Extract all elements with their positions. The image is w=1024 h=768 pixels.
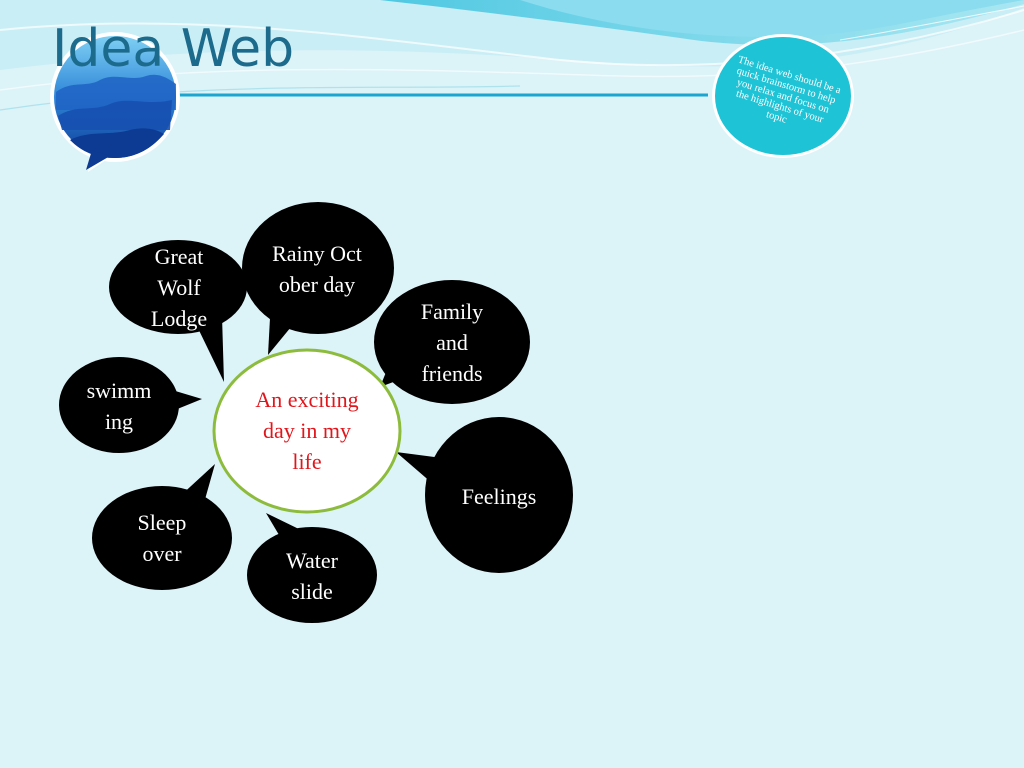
- idea-bubble-water-slide: [247, 513, 377, 623]
- idea-bubble-sleep-over: [92, 464, 232, 590]
- idea-label-sleep-over: Sleep over: [137, 510, 187, 566]
- idea-bubble-rainy-october-day: [242, 202, 394, 355]
- idea-label-water-slide: Water slide: [286, 548, 338, 604]
- idea-label-swimming: swimming: [86, 378, 152, 434]
- idea-label-feelings: Feelings: [461, 483, 537, 509]
- idea-bubble-feelings: [396, 417, 573, 573]
- idea-bubble-great-wolf-lodge: [109, 240, 247, 382]
- idea-bubble-family-and-friends: [374, 280, 530, 404]
- center-topic-ellipse: [212, 348, 402, 514]
- center-topic-label: An exciting day in my life: [255, 386, 359, 474]
- idea-label-rainy-october-day: Rainy October day: [272, 241, 362, 297]
- note-bubble: [715, 37, 851, 155]
- idea-bubble-swimming: [59, 357, 202, 453]
- slide-title: Idea Web: [52, 19, 295, 79]
- idea-label-family-and-friends: Family and friends: [420, 298, 484, 386]
- idea-label-great-wolf-lodge: Great Wolf Lodge: [150, 243, 208, 331]
- globe-speech-icon: [50, 32, 180, 172]
